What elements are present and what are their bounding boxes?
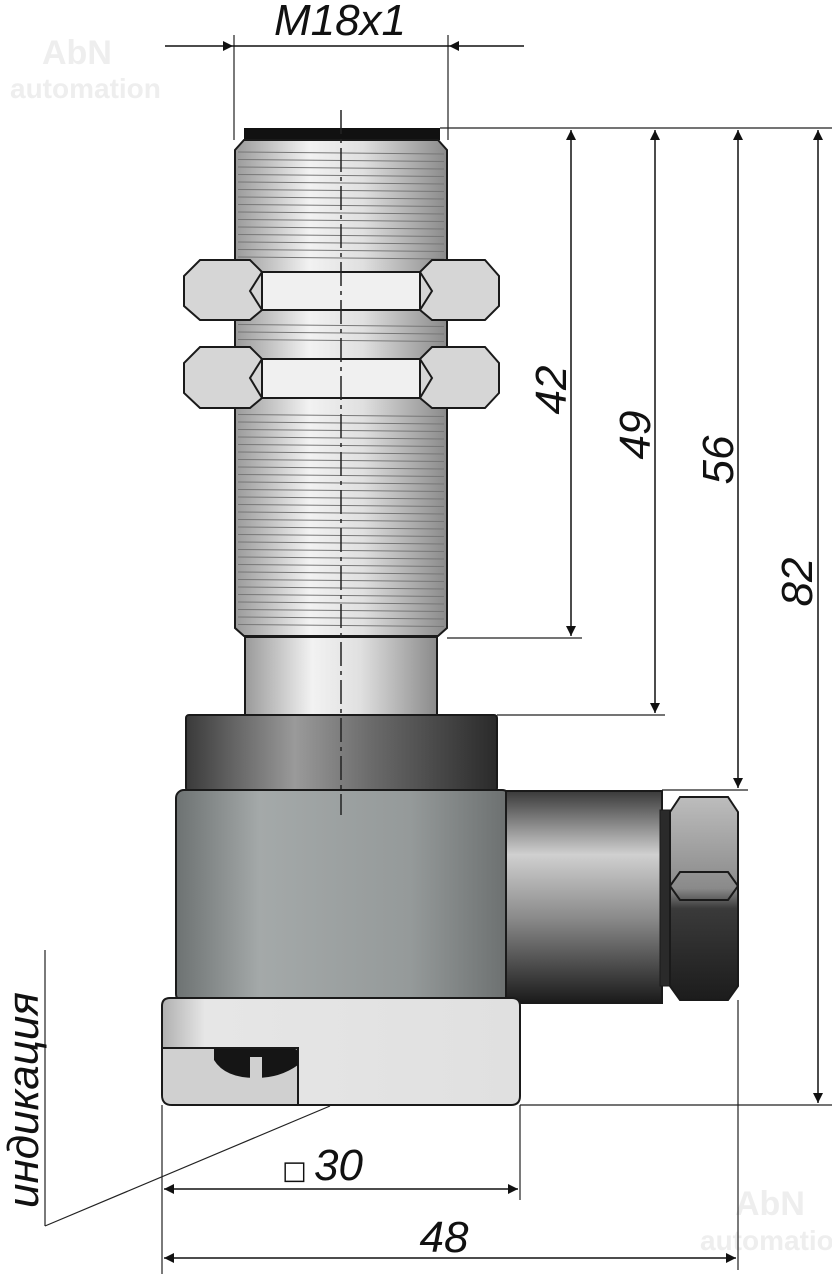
- thread-line: [237, 211, 445, 215]
- dim-56: 56: [694, 435, 743, 484]
- thread-line: [237, 601, 445, 605]
- watermark-text: automation: [10, 73, 161, 104]
- indication-leader: [44, 950, 331, 1227]
- square-symbol: □: [282, 1156, 307, 1186]
- dimension-lines: [164, 41, 823, 1263]
- thread-line: [237, 324, 445, 327]
- dim-thread: M18x1: [274, 0, 406, 45]
- watermark-bottom: AbN automation: [700, 1185, 832, 1256]
- thread-line: [237, 564, 445, 567]
- dim-48: 48: [420, 1213, 469, 1262]
- extension-lines: [161, 35, 832, 1274]
- thread-line: [237, 219, 445, 222]
- thread-line: [237, 249, 445, 252]
- thread-line: [237, 174, 445, 177]
- thread-line: [237, 436, 445, 440]
- connector-body: [505, 790, 663, 1004]
- watermark-top: AbN automation: [10, 34, 161, 104]
- dim-82: 82: [773, 558, 822, 607]
- connector-nut: [669, 796, 739, 1001]
- indication-label: индикация: [0, 992, 48, 1208]
- dim-30: 30: [314, 1141, 363, 1190]
- watermark-text: automation: [700, 1225, 832, 1256]
- thread-line: [237, 256, 445, 260]
- dim-42: 42: [527, 366, 576, 415]
- watermark-text: AbN: [42, 34, 112, 72]
- sensor-face: [244, 128, 440, 140]
- dim-49: 49: [611, 411, 660, 460]
- watermark-text: AbN: [735, 1185, 805, 1223]
- housing-body: [175, 789, 511, 1003]
- thread-line: [237, 181, 445, 185]
